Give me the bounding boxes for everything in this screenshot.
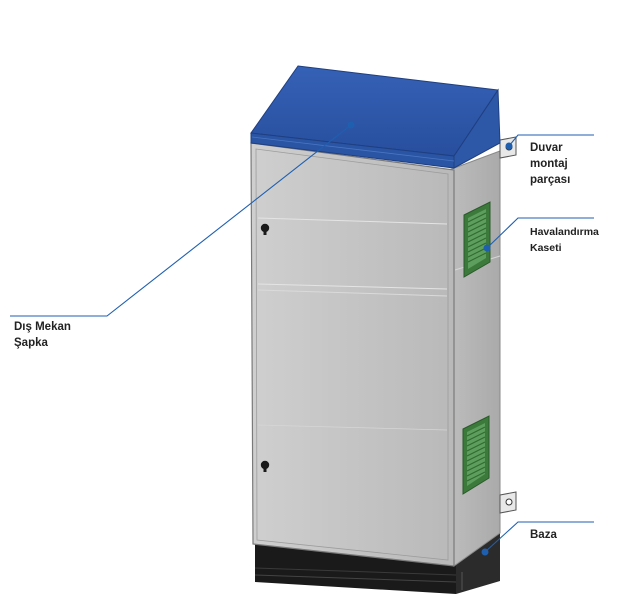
label-wall-mount-line3: parçası bbox=[530, 174, 571, 186]
door-lock-icon bbox=[260, 223, 270, 235]
label-outdoor-hood-line1: Dış Mekan bbox=[14, 321, 71, 333]
callout-line-hood bbox=[10, 121, 355, 317]
door-lock-icon bbox=[260, 460, 270, 472]
label-vent-cassette-line2: Kaseti bbox=[530, 242, 562, 254]
outdoor-hood bbox=[250, 65, 501, 169]
wall-mount-bracket-lower bbox=[499, 491, 517, 514]
label-outdoor-hood-line2: Şapka bbox=[14, 337, 48, 349]
label-vent-cassette-line1: Havalandırma bbox=[530, 226, 599, 238]
callout-line-base bbox=[481, 521, 594, 556]
label-outdoor-hood: Dış Mekan Şapka bbox=[14, 319, 71, 351]
callout-line-vent bbox=[483, 217, 594, 252]
callout-line-wall-mount bbox=[505, 134, 594, 150]
label-wall-mount-line1: Duvar bbox=[530, 142, 563, 154]
label-vent-cassette: Havalandırma Kaseti bbox=[530, 224, 599, 256]
cabinet-front-door bbox=[250, 142, 455, 567]
label-wall-mount-line2: montaj bbox=[530, 158, 568, 170]
label-base-line1: Baza bbox=[530, 529, 557, 541]
vent-cassette-upper bbox=[463, 201, 491, 278]
vent-cassette-lower bbox=[462, 415, 490, 495]
label-base: Baza bbox=[530, 527, 557, 543]
label-wall-mount: Duvar montaj parçası bbox=[530, 140, 570, 188]
